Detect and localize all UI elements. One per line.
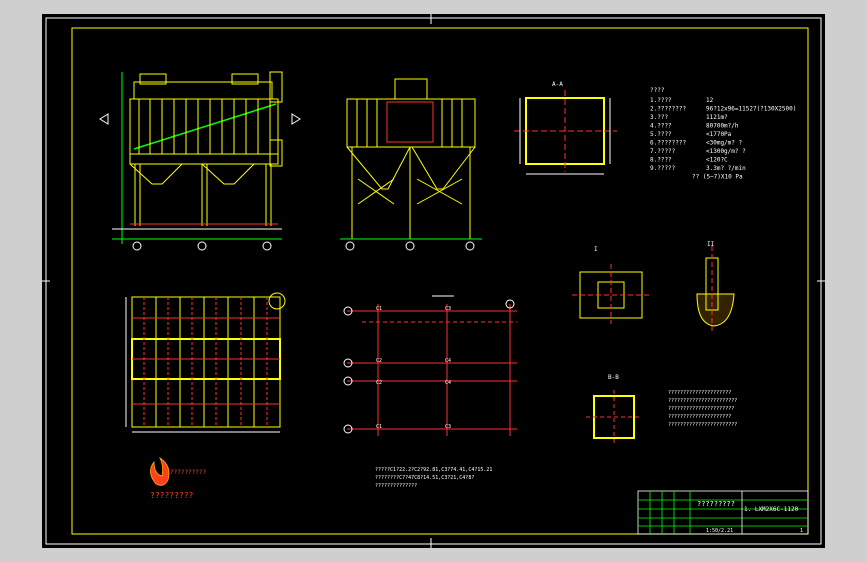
spec-value: ?? (5~7)X10 Pa <box>692 174 743 181</box>
spec-value: <1770Pa <box>706 131 732 138</box>
front-elevation-view <box>99 71 301 251</box>
spec-value: 80700m?/h <box>706 123 739 130</box>
spec-value: 12 <box>706 97 714 104</box>
section-a-view: A-A <box>514 81 617 175</box>
spec-block: ???? 1.???? 12 2.???????? 96?12x96=11527(?1… <box>650 87 796 181</box>
spec-key: 5.???? <box>650 131 672 138</box>
notes-list: ????????????????????????????????????????… <box>668 390 737 428</box>
spec-heading: ???? <box>650 87 665 94</box>
spec-value: 3.3m? ?/min <box>706 165 746 172</box>
grid-node: C1 <box>376 306 382 312</box>
title-block-drawing-no: 1. LXM2X6C-1120 <box>744 506 799 513</box>
company-logo: ?????????? ????????? <box>150 456 207 500</box>
spec-value: <1300g/m? ? <box>706 148 746 155</box>
column-positions-line1: ?????C1?22.2?C2?92.81,C3?74.41,C4?15.21 <box>375 467 492 473</box>
title-block: ????????? 1. LXM2X6C-1120 1:50/2.21 1 <box>637 490 809 535</box>
note-line: ??????????????????????? <box>668 422 737 428</box>
sheet-border <box>42 14 825 548</box>
section-b-view: B-B <box>586 374 642 444</box>
section-a-label: A-A <box>552 81 563 88</box>
side-elevation-view <box>340 78 482 251</box>
spec-value: <30mg/m? ? <box>706 140 743 147</box>
grid-node: C2 <box>376 380 382 386</box>
drawing-viewport[interactable]: A-A ???? 1.???? 12 2.???????? 96?12x96=1152… <box>42 14 825 548</box>
spec-key: 9.????? <box>650 165 676 172</box>
spec-key: 4.???? <box>650 123 672 130</box>
spec-value: 96?12x96=11527(?130X2500) <box>706 106 796 113</box>
note-line: ????????????????????? <box>668 414 731 420</box>
note-line: ??????????????????????? <box>668 398 737 404</box>
detail-i-label: I <box>594 246 598 253</box>
plan-view <box>125 292 286 433</box>
title-block-title: ????????? <box>697 500 735 508</box>
spec-value: <120?C <box>706 157 728 164</box>
spec-key: 3.??? <box>650 114 668 121</box>
note-line: ?????????????????????? <box>668 406 734 412</box>
column-positions-line3: ?????????????? <box>375 483 417 489</box>
column-positions-line2: ????????C7?47C8?14.51,C3?21,C4?8? <box>375 475 474 481</box>
logo-subtitle: ????????? <box>150 491 194 500</box>
spec-list: 1.???? 12 2.???????? 96?12x96=11527(?130X25… <box>650 97 796 181</box>
spec-key: 8.???? <box>650 157 672 164</box>
notes-block: ????????????????????????????????????????… <box>668 390 737 428</box>
grid-node: C3 <box>445 424 451 430</box>
grid-node: C1 <box>376 424 382 430</box>
detail-ii-label: II <box>707 241 715 248</box>
grid-node: C3 <box>445 306 451 312</box>
note-line: ????????????????????? <box>668 390 731 396</box>
flame-icon <box>150 456 170 486</box>
grid-node: C4 <box>445 358 451 364</box>
column-grid-view: C1 C3 C2 C4 C2 C4 C1 C3 <box>343 295 517 436</box>
spec-key: 6.???????? <box>650 140 687 147</box>
cad-drawing: A-A ???? 1.???? 12 2.???????? 96?12x96=1152… <box>42 14 825 548</box>
title-block-scale: 1:50/2.21 <box>706 528 733 534</box>
spec-value: 1121m? <box>706 114 728 121</box>
detail-i-view: I <box>572 246 650 324</box>
column-positions-text: ?????C1?22.2?C2?92.81,C3?74.41,C4?15.21 … <box>375 467 492 489</box>
section-b-label: B-B <box>608 374 619 381</box>
logo-text: ?????????? <box>170 469 207 476</box>
spec-key: 2.???????? <box>650 106 687 113</box>
grid-node: C4 <box>445 380 451 386</box>
spec-key: 1.???? <box>650 97 672 104</box>
spec-key: 7.????? <box>650 148 676 155</box>
grid-node: C2 <box>376 358 382 364</box>
title-block-rev: 1 <box>800 528 803 534</box>
detail-ii-view: II <box>696 241 735 332</box>
